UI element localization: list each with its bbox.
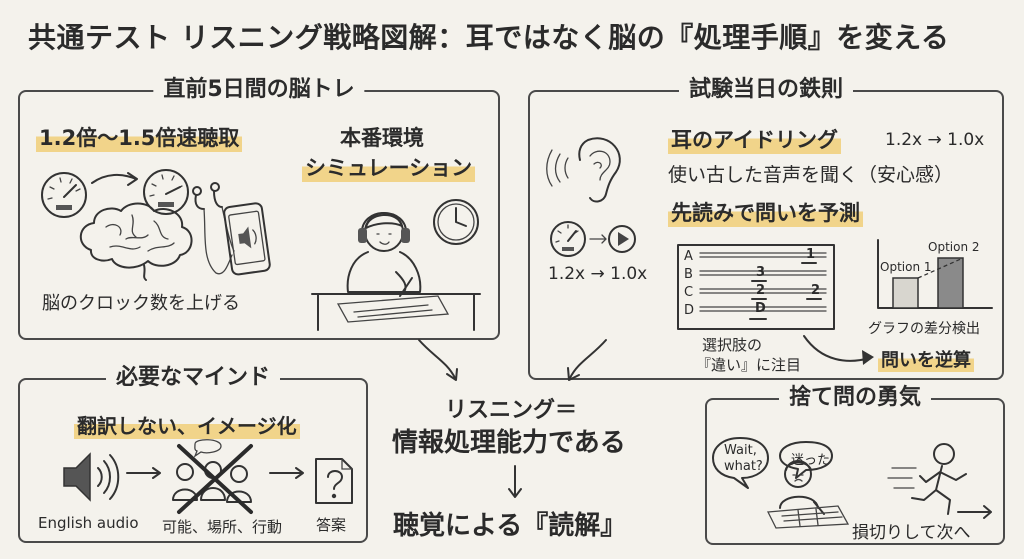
- speedometer-icon: [143, 169, 189, 215]
- center-line1: リスニング＝: [445, 398, 578, 423]
- simulation-label-line2: シミュレーション: [302, 152, 476, 182]
- center-line3: 聴覚による『読解』: [393, 511, 627, 541]
- arrow-icon: [91, 173, 137, 184]
- chart-caption: グラフの差分検出: [868, 321, 980, 337]
- center-line2: 情報処理能力である: [392, 428, 626, 458]
- choice-mark: 2: [756, 283, 766, 298]
- choice-letter: C: [684, 285, 694, 300]
- student-simulation-illustration: [311, 199, 481, 331]
- mindset-label: 翻訳しない、イメージ化: [74, 410, 300, 439]
- reverse-question-label: 問いを逆算: [878, 346, 974, 372]
- simulation-label-line1: 本番環境: [340, 126, 424, 150]
- bar-chart-icon: [877, 239, 993, 309]
- clock-icon: [433, 199, 479, 245]
- smartphone-icon: [223, 202, 271, 276]
- mindset-heading: 必要なマインド: [105, 363, 281, 393]
- cut-loss-caption: 損切りして次へ: [852, 523, 971, 543]
- mindset-panel: 必要なマインド: [18, 363, 368, 543]
- play-icon: [608, 225, 636, 253]
- choice-mark: D: [755, 301, 766, 316]
- gauge-to-play-illustration: [550, 221, 636, 257]
- page-title: 共通テスト リスニング戦略図解：耳ではなく脳の『処理手順』を変える: [28, 21, 950, 54]
- student-icon: [346, 212, 422, 297]
- speedometer-icon: [41, 172, 87, 218]
- cut-loss-heading: 捨て問の勇気: [778, 383, 932, 413]
- choice-mark: 3: [756, 265, 766, 280]
- ear-idling-label: 耳のアイドリング: [668, 124, 841, 154]
- student-writing-icon: [766, 460, 850, 529]
- question-document-icon: [315, 458, 353, 504]
- speed-brain-illustration: [41, 169, 271, 281]
- chart-option2-label: Option 2: [928, 240, 980, 254]
- arrow-icon: [567, 339, 607, 381]
- choice-caption-1: 選択肢の: [702, 336, 763, 354]
- choice-mark: 2: [811, 283, 821, 298]
- audio-caption: English audio: [38, 514, 139, 532]
- arrow-icon: [418, 339, 458, 381]
- choice-mark: 1: [806, 247, 816, 262]
- speed-listening-label: 1.2倍〜1.5倍速聴取: [36, 122, 243, 152]
- earphones-icon: [192, 182, 235, 275]
- idling-speed-text: 1.2x → 1.0x: [885, 130, 985, 150]
- choice-letter: B: [684, 267, 693, 282]
- speech-bubbles-icon: [712, 437, 833, 489]
- arrow-down-icon: [508, 465, 522, 498]
- speaker-icon: [63, 452, 120, 502]
- choice-letter: A: [684, 249, 693, 264]
- chart-option1-label: Option 1: [880, 260, 932, 274]
- arrow-icon: [589, 234, 607, 244]
- exam-day-panel: 試験当日の鉄則: [528, 75, 1004, 380]
- idling-note: 使い古した音声を聞く（安心感）: [668, 164, 954, 186]
- training-heading: 直前5日間の脳トレ: [153, 75, 365, 105]
- crossed-translation-icon: [172, 439, 253, 514]
- answer-sheet-icon: [677, 244, 835, 330]
- brain-icon: [79, 202, 193, 281]
- bubble1-line2: what?: [724, 459, 763, 474]
- preread-label: 先読みで問いを予測: [668, 197, 863, 227]
- cut-loss-panel: 捨て問の勇気: [705, 383, 1005, 545]
- choice-caption-2: 『違い』に注目: [696, 356, 802, 374]
- exam-day-heading: 試験当日の鉄則: [678, 75, 854, 105]
- running-person-icon: [887, 443, 992, 519]
- arrow-icon: [126, 467, 161, 479]
- arrow-icon: [269, 467, 304, 479]
- ear-icon: [546, 137, 621, 203]
- training-panel: 直前5日間の脳トレ: [18, 75, 500, 340]
- gauge-speed-caption: 1.2x → 1.0x: [548, 264, 648, 284]
- bubble2-text: 迷った: [791, 453, 831, 468]
- people-caption: 可能、場所、行動: [162, 518, 283, 536]
- choice-letter: D: [684, 303, 695, 318]
- speedometer-icon: [550, 221, 586, 257]
- answer-caption: 答案: [316, 516, 347, 534]
- bubble1-line1: Wait,: [724, 443, 757, 458]
- speed-listening-caption: 脳のクロック数を上げる: [42, 293, 240, 314]
- arrow-icon: [803, 335, 874, 365]
